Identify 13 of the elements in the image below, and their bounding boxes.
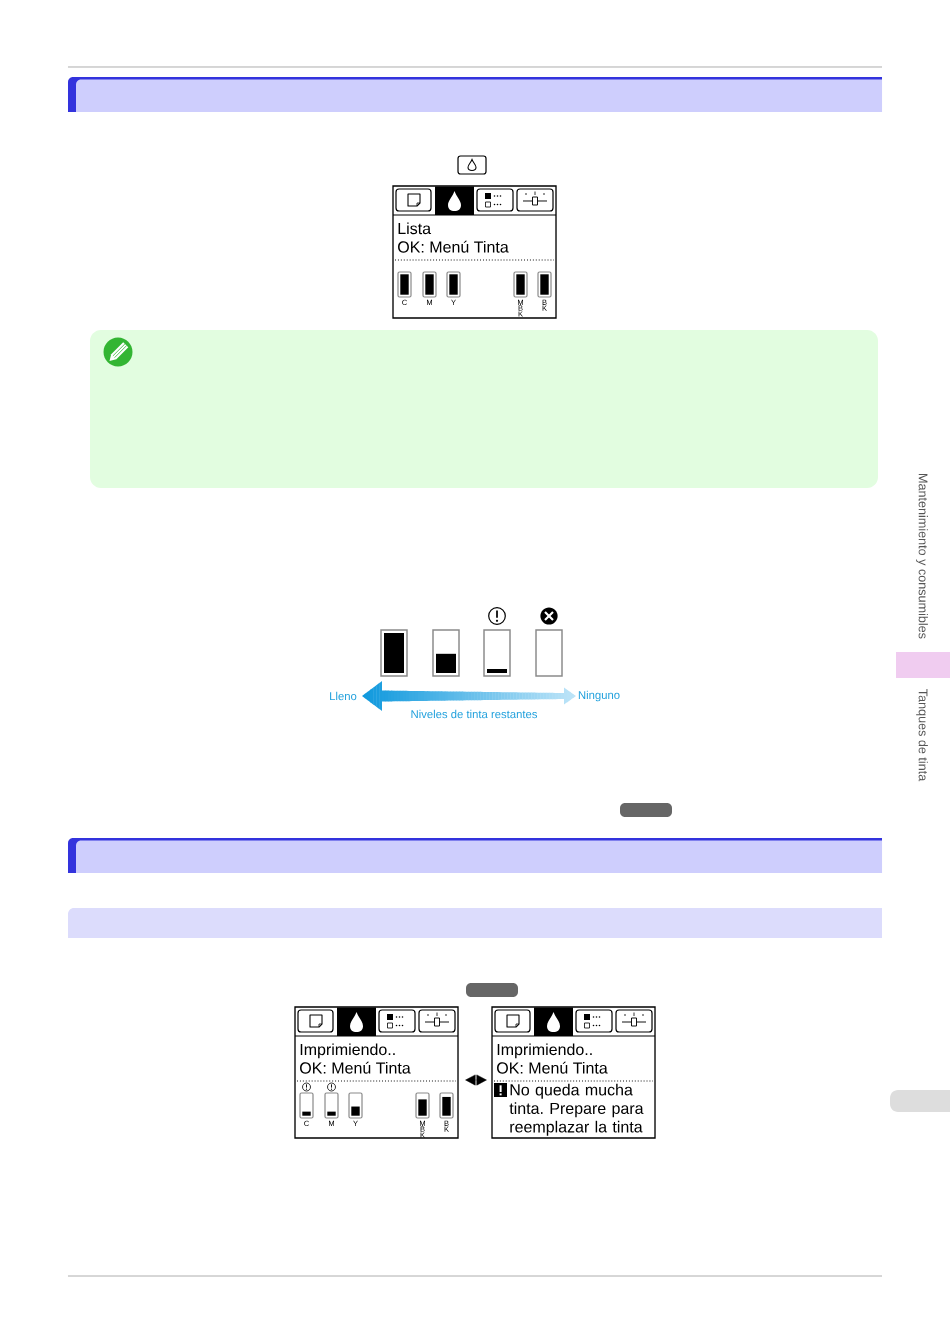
menu-text: OK: Menú Tinta <box>398 240 509 253</box>
side-tab-label: Tanques de tinta <box>916 689 928 782</box>
menu-text: OK: Menú Tinta <box>300 1061 411 1074</box>
scale-end-label: Lleno <box>330 691 357 701</box>
scale-end-label: Ninguno <box>578 690 620 702</box>
status-text: Lista <box>398 222 432 235</box>
status-text: Imprimiendo.. <box>497 1043 592 1059</box>
double-arrow <box>465 1074 487 1086</box>
scale-caption: Niveles de tinta restantes <box>411 709 538 719</box>
menu-text: OK: Menú Tinta <box>497 1061 608 1074</box>
status-text: Imprimiendo.. <box>300 1043 395 1059</box>
warning-message: No queda mucha tinta. Prepare para reemplazar la tinta <box>509 1083 644 1136</box>
side-tab-label: Mantenimiento y consumibles <box>916 474 928 639</box>
